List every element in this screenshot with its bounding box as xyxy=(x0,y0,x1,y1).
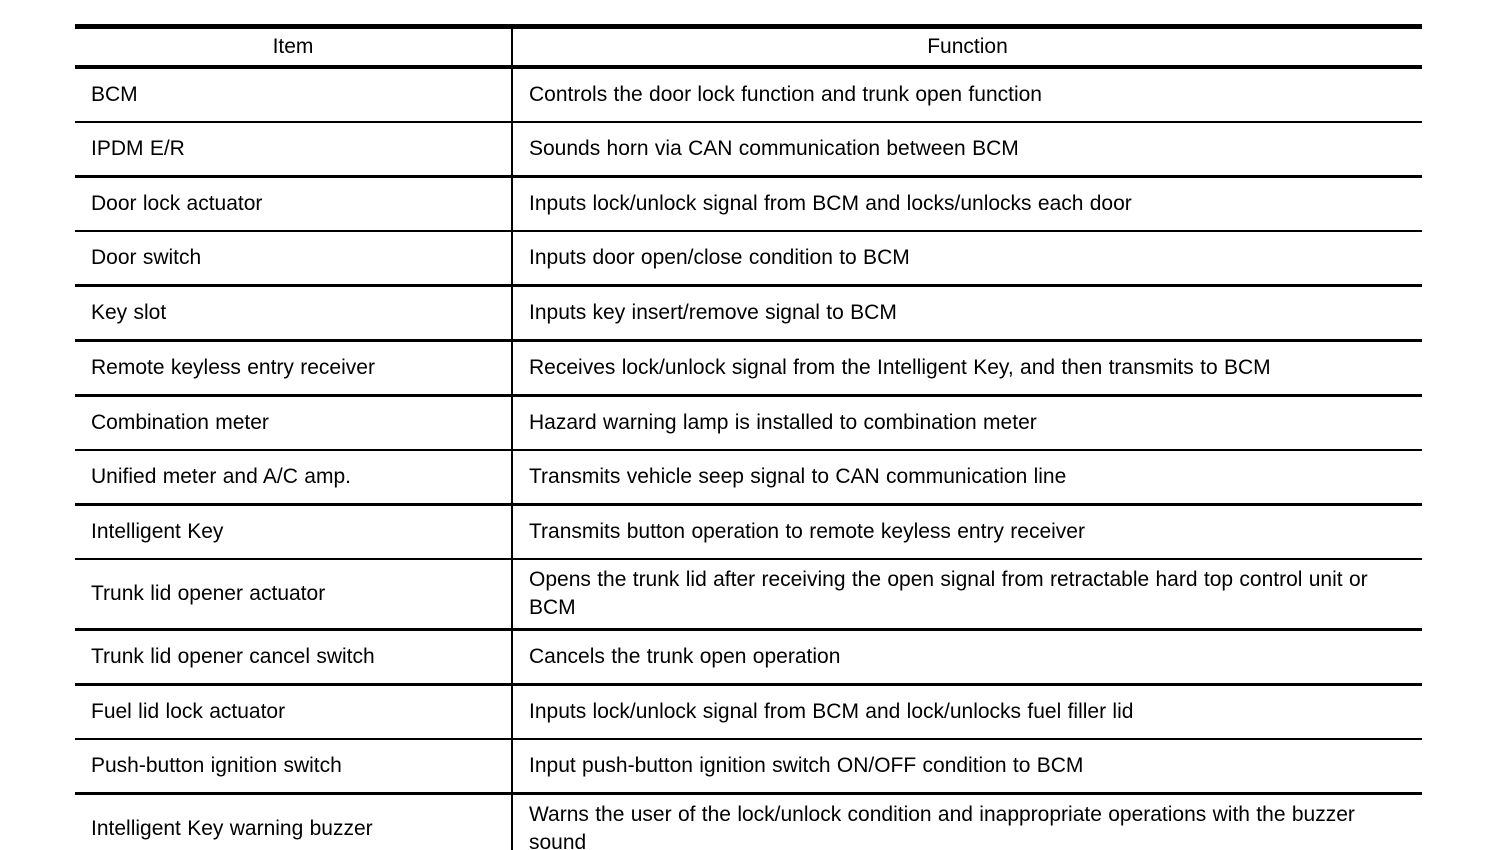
function-cell: Opens the trunk lid after receiving the … xyxy=(512,559,1422,631)
item-cell: Intelligent Key xyxy=(75,504,513,560)
function-cell: Inputs lock/unlock signal from BCM and l… xyxy=(512,176,1422,232)
item-cell: Trunk lid opener actuator xyxy=(75,559,513,631)
function-cell: Input push-button ignition switch ON/OFF… xyxy=(512,739,1422,795)
function-cell: Inputs key insert/remove signal to BCM xyxy=(512,285,1422,342)
function-cell: Hazard warning lamp is installed to comb… xyxy=(512,395,1422,451)
item-cell: Trunk lid opener cancel switch xyxy=(75,629,513,686)
item-cell: Combination meter xyxy=(75,395,513,451)
header-row: Item Function xyxy=(75,24,1422,69)
function-cell: Inputs lock/unlock signal from BCM and l… xyxy=(512,684,1422,740)
column-header-item: Item xyxy=(75,24,513,69)
item-cell: Key slot xyxy=(75,285,513,342)
item-cell: IPDM E/R xyxy=(75,122,513,178)
item-cell: Door switch xyxy=(75,231,513,287)
function-cell: Transmits button operation to remote key… xyxy=(512,504,1422,560)
function-cell: Cancels the trunk open operation xyxy=(512,629,1422,686)
item-cell: Door lock actuator xyxy=(75,176,513,232)
function-cell: Controls the door lock function and trun… xyxy=(512,67,1422,123)
item-cell: Fuel lid lock actuator xyxy=(75,684,513,740)
column-header-function: Function xyxy=(512,24,1422,69)
item-cell: Remote keyless entry receiver xyxy=(75,340,513,397)
function-cell: Inputs door open/close condition to BCM xyxy=(512,231,1422,287)
item-cell: Intelligent Key warning buzzer xyxy=(75,793,513,850)
function-cell: Receives lock/unlock signal from the Int… xyxy=(512,340,1422,397)
item-cell: Push-button ignition switch xyxy=(75,739,513,795)
function-cell: Sounds horn via CAN communication betwee… xyxy=(512,122,1422,178)
item-cell: BCM xyxy=(75,67,513,123)
function-cell: Transmits vehicle seep signal to CAN com… xyxy=(512,450,1422,506)
table-row: Unified meter and A/C amp.Transmits vehi… xyxy=(75,450,1422,506)
item-cell: Unified meter and A/C amp. xyxy=(75,450,513,506)
function-cell: Warns the user of the lock/unlock condit… xyxy=(512,793,1422,850)
